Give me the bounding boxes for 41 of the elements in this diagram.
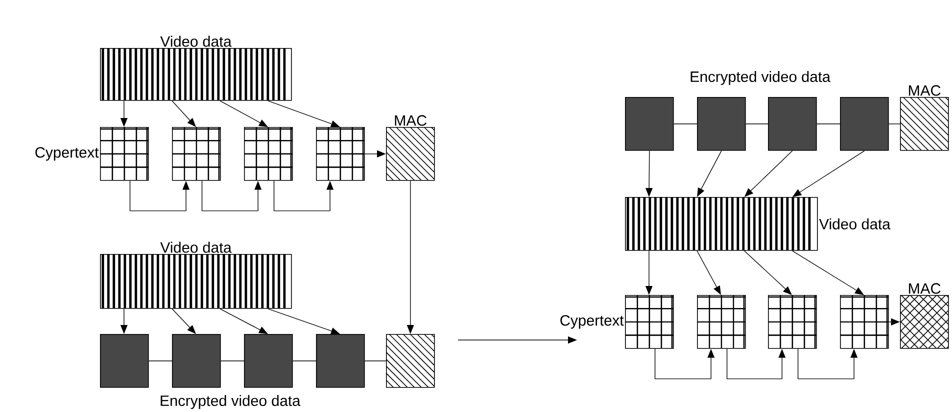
node-label: Video data: [160, 242, 232, 253]
encrypted-block: [697, 97, 746, 151]
encrypted-block: [172, 334, 221, 388]
ciphertext-block: [244, 127, 293, 181]
video-data-bar: Video data: [100, 36, 292, 101]
arrow: [172, 100, 196, 127]
node-label: MAC: [394, 115, 426, 126]
mac-block: MAC: [900, 283, 949, 349]
arrow: [172, 308, 196, 334]
connector-line: [364, 360, 386, 362]
connector-line: [148, 360, 172, 362]
ciphertext-block: [840, 295, 889, 349]
ciphertext-block: [768, 295, 817, 349]
encrypted-block: [840, 97, 889, 151]
node-label: Cypertext: [35, 147, 99, 161]
node-label: Video data: [819, 218, 890, 230]
video-data-bar: Video data: [625, 197, 890, 251]
encrypted-block: [768, 97, 817, 151]
mac-block: [386, 334, 435, 388]
arrow: [792, 250, 864, 295]
mac-block: MAC: [386, 115, 435, 181]
ciphertext-block: Cypertext: [560, 295, 674, 349]
connector-line: [220, 360, 244, 362]
mac-block: MAC: [900, 85, 949, 151]
caption-text: Encrypted video data: [160, 395, 300, 409]
node-label: Cypertext: [560, 315, 624, 329]
node-label: MAC: [908, 85, 941, 96]
ciphertext-block: Cypertext: [35, 127, 149, 181]
encrypted-block: [100, 334, 149, 388]
video-data-bar: Video data: [100, 242, 292, 309]
encrypted-block: [625, 97, 674, 151]
node-label: Video data: [160, 36, 232, 47]
encrypted-block: [316, 334, 365, 388]
node-label: MAC: [908, 283, 941, 294]
encrypted-block: [244, 334, 293, 388]
ciphertext-block: [316, 127, 365, 181]
caption-text: Encrypted video data: [690, 71, 830, 85]
ciphertext-block: [172, 127, 221, 181]
arrow: [744, 250, 792, 295]
connector-line: [292, 360, 316, 362]
ciphertext-block: [697, 295, 746, 349]
